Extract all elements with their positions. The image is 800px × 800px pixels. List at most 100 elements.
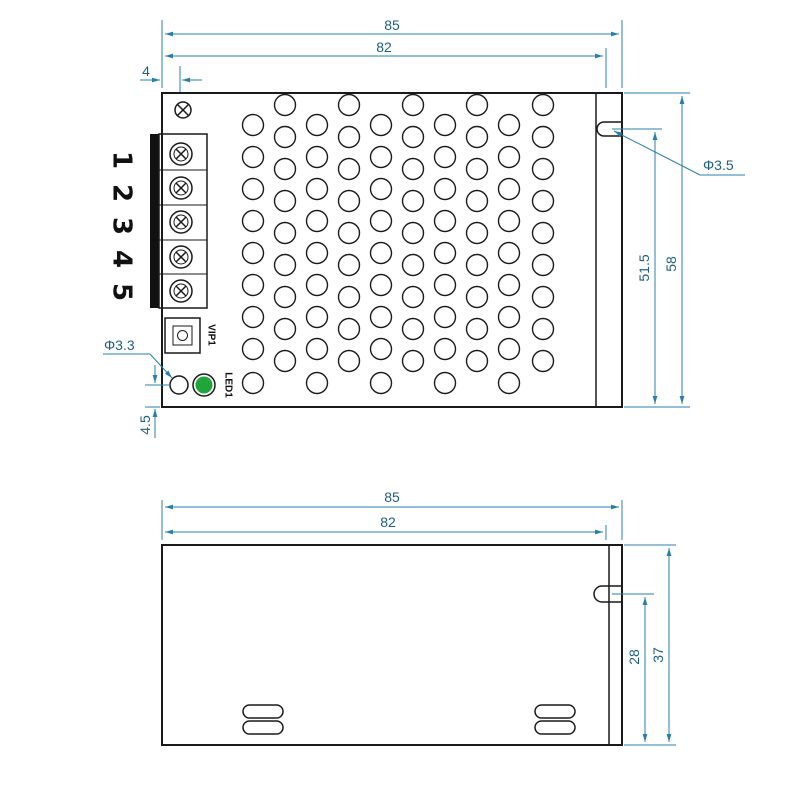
potentiometer: VIP1	[164, 317, 216, 354]
vent-hole	[465, 317, 489, 341]
vent-hole	[465, 93, 489, 117]
vent-hole	[305, 273, 329, 297]
vent-hole	[305, 177, 329, 201]
vent-hole	[305, 209, 329, 233]
side-mounting-slot	[593, 585, 622, 603]
vent-hole	[241, 113, 265, 137]
vent-hole	[401, 317, 425, 341]
vent-hole	[273, 93, 297, 117]
vent-hole	[497, 209, 521, 233]
top-view-outline	[161, 92, 623, 408]
led-indicator: LED1	[192, 372, 233, 398]
vent-hole	[273, 189, 297, 213]
terminal-number: 2	[107, 184, 137, 202]
dim-bottom-offset: 4.5	[137, 415, 153, 435]
vent-hole	[497, 273, 521, 297]
vent-hole	[401, 189, 425, 213]
terminal-number: 4	[107, 250, 137, 268]
vent-hole	[305, 241, 329, 265]
vent-hole	[401, 285, 425, 309]
vent-hole	[497, 241, 521, 265]
vent-hole	[433, 177, 457, 201]
vent-hole	[531, 253, 555, 277]
vent-hole	[369, 113, 393, 137]
vent-hole	[433, 305, 457, 329]
terminal-screw-icon	[169, 176, 193, 200]
ventilation-holes	[241, 93, 555, 395]
vent-hole	[369, 305, 393, 329]
vent-hole	[337, 157, 361, 181]
vent-hole	[241, 241, 265, 265]
vent-hole	[241, 371, 265, 395]
vent-hole	[531, 93, 555, 117]
vent-hole	[465, 285, 489, 309]
vent-hole	[337, 349, 361, 373]
vent-hole	[369, 241, 393, 265]
vent-hole	[401, 349, 425, 373]
vent-hole	[531, 189, 555, 213]
terminal-block	[150, 133, 208, 309]
dim-overall-height: 58	[663, 256, 679, 272]
vent-hole	[241, 145, 265, 169]
screw-icon	[174, 101, 192, 119]
vent-hole	[305, 113, 329, 137]
terminal-screw-icon	[169, 210, 193, 234]
vent-hole	[465, 157, 489, 181]
terminal-screw-icon	[169, 245, 193, 269]
terminal-number: 3	[107, 217, 137, 235]
dim-hole-spacing: 82	[376, 39, 392, 55]
terminal-number: 1	[107, 151, 137, 169]
side-dim-height: 37	[650, 647, 666, 663]
vent-hole	[305, 337, 329, 361]
vent-hole	[401, 93, 425, 117]
vent-hole	[273, 285, 297, 309]
vent-hole	[337, 189, 361, 213]
vent-hole	[465, 125, 489, 149]
vent-hole	[465, 253, 489, 277]
vent-hole	[531, 317, 555, 341]
vent-hole	[433, 241, 457, 265]
vent-hole	[497, 145, 521, 169]
vent-hole	[337, 253, 361, 277]
vent-hole	[433, 337, 457, 361]
side-dim-overall-width: 85	[384, 489, 400, 505]
vent-hole	[401, 221, 425, 245]
vent-hole	[531, 349, 555, 373]
vent-hole	[433, 371, 457, 395]
vent-hole	[337, 285, 361, 309]
mounting-hole	[169, 375, 189, 395]
vent-hole	[369, 145, 393, 169]
dimensions-top-view: 85 82 4 58 51.5 Φ3.5 Φ3.3	[103, 17, 745, 438]
vent-hole	[369, 273, 393, 297]
vent-hole	[401, 125, 425, 149]
terminal-screw-icon	[169, 279, 193, 303]
terminal-number: 5	[107, 283, 137, 301]
vent-hole	[369, 371, 393, 395]
dim-edge-offset: 4	[142, 63, 150, 79]
vent-hole	[337, 93, 361, 117]
side-vent-slots	[242, 704, 576, 735]
dim-overall-width: 85	[384, 17, 400, 33]
vent-hole	[273, 349, 297, 373]
vent-hole	[273, 125, 297, 149]
vent-hole	[497, 305, 521, 329]
vent-hole	[241, 305, 265, 329]
vent-hole	[273, 253, 297, 277]
vent-hole	[465, 189, 489, 213]
vent-hole	[465, 221, 489, 245]
vent-hole	[497, 337, 521, 361]
vent-hole	[305, 371, 329, 395]
vent-hole	[401, 253, 425, 277]
vent-hole	[433, 273, 457, 297]
vent-hole	[531, 285, 555, 309]
vent-hole	[531, 125, 555, 149]
vent-hole	[433, 209, 457, 233]
vent-hole	[305, 145, 329, 169]
led-label: LED1	[222, 372, 233, 398]
dim-hole-diameter: Φ3.3	[104, 337, 135, 353]
vent-hole	[433, 145, 457, 169]
side-dim-hole-spacing: 82	[380, 514, 396, 530]
vent-hole	[273, 157, 297, 181]
dim-slot-diameter: Φ3.5	[703, 157, 734, 173]
